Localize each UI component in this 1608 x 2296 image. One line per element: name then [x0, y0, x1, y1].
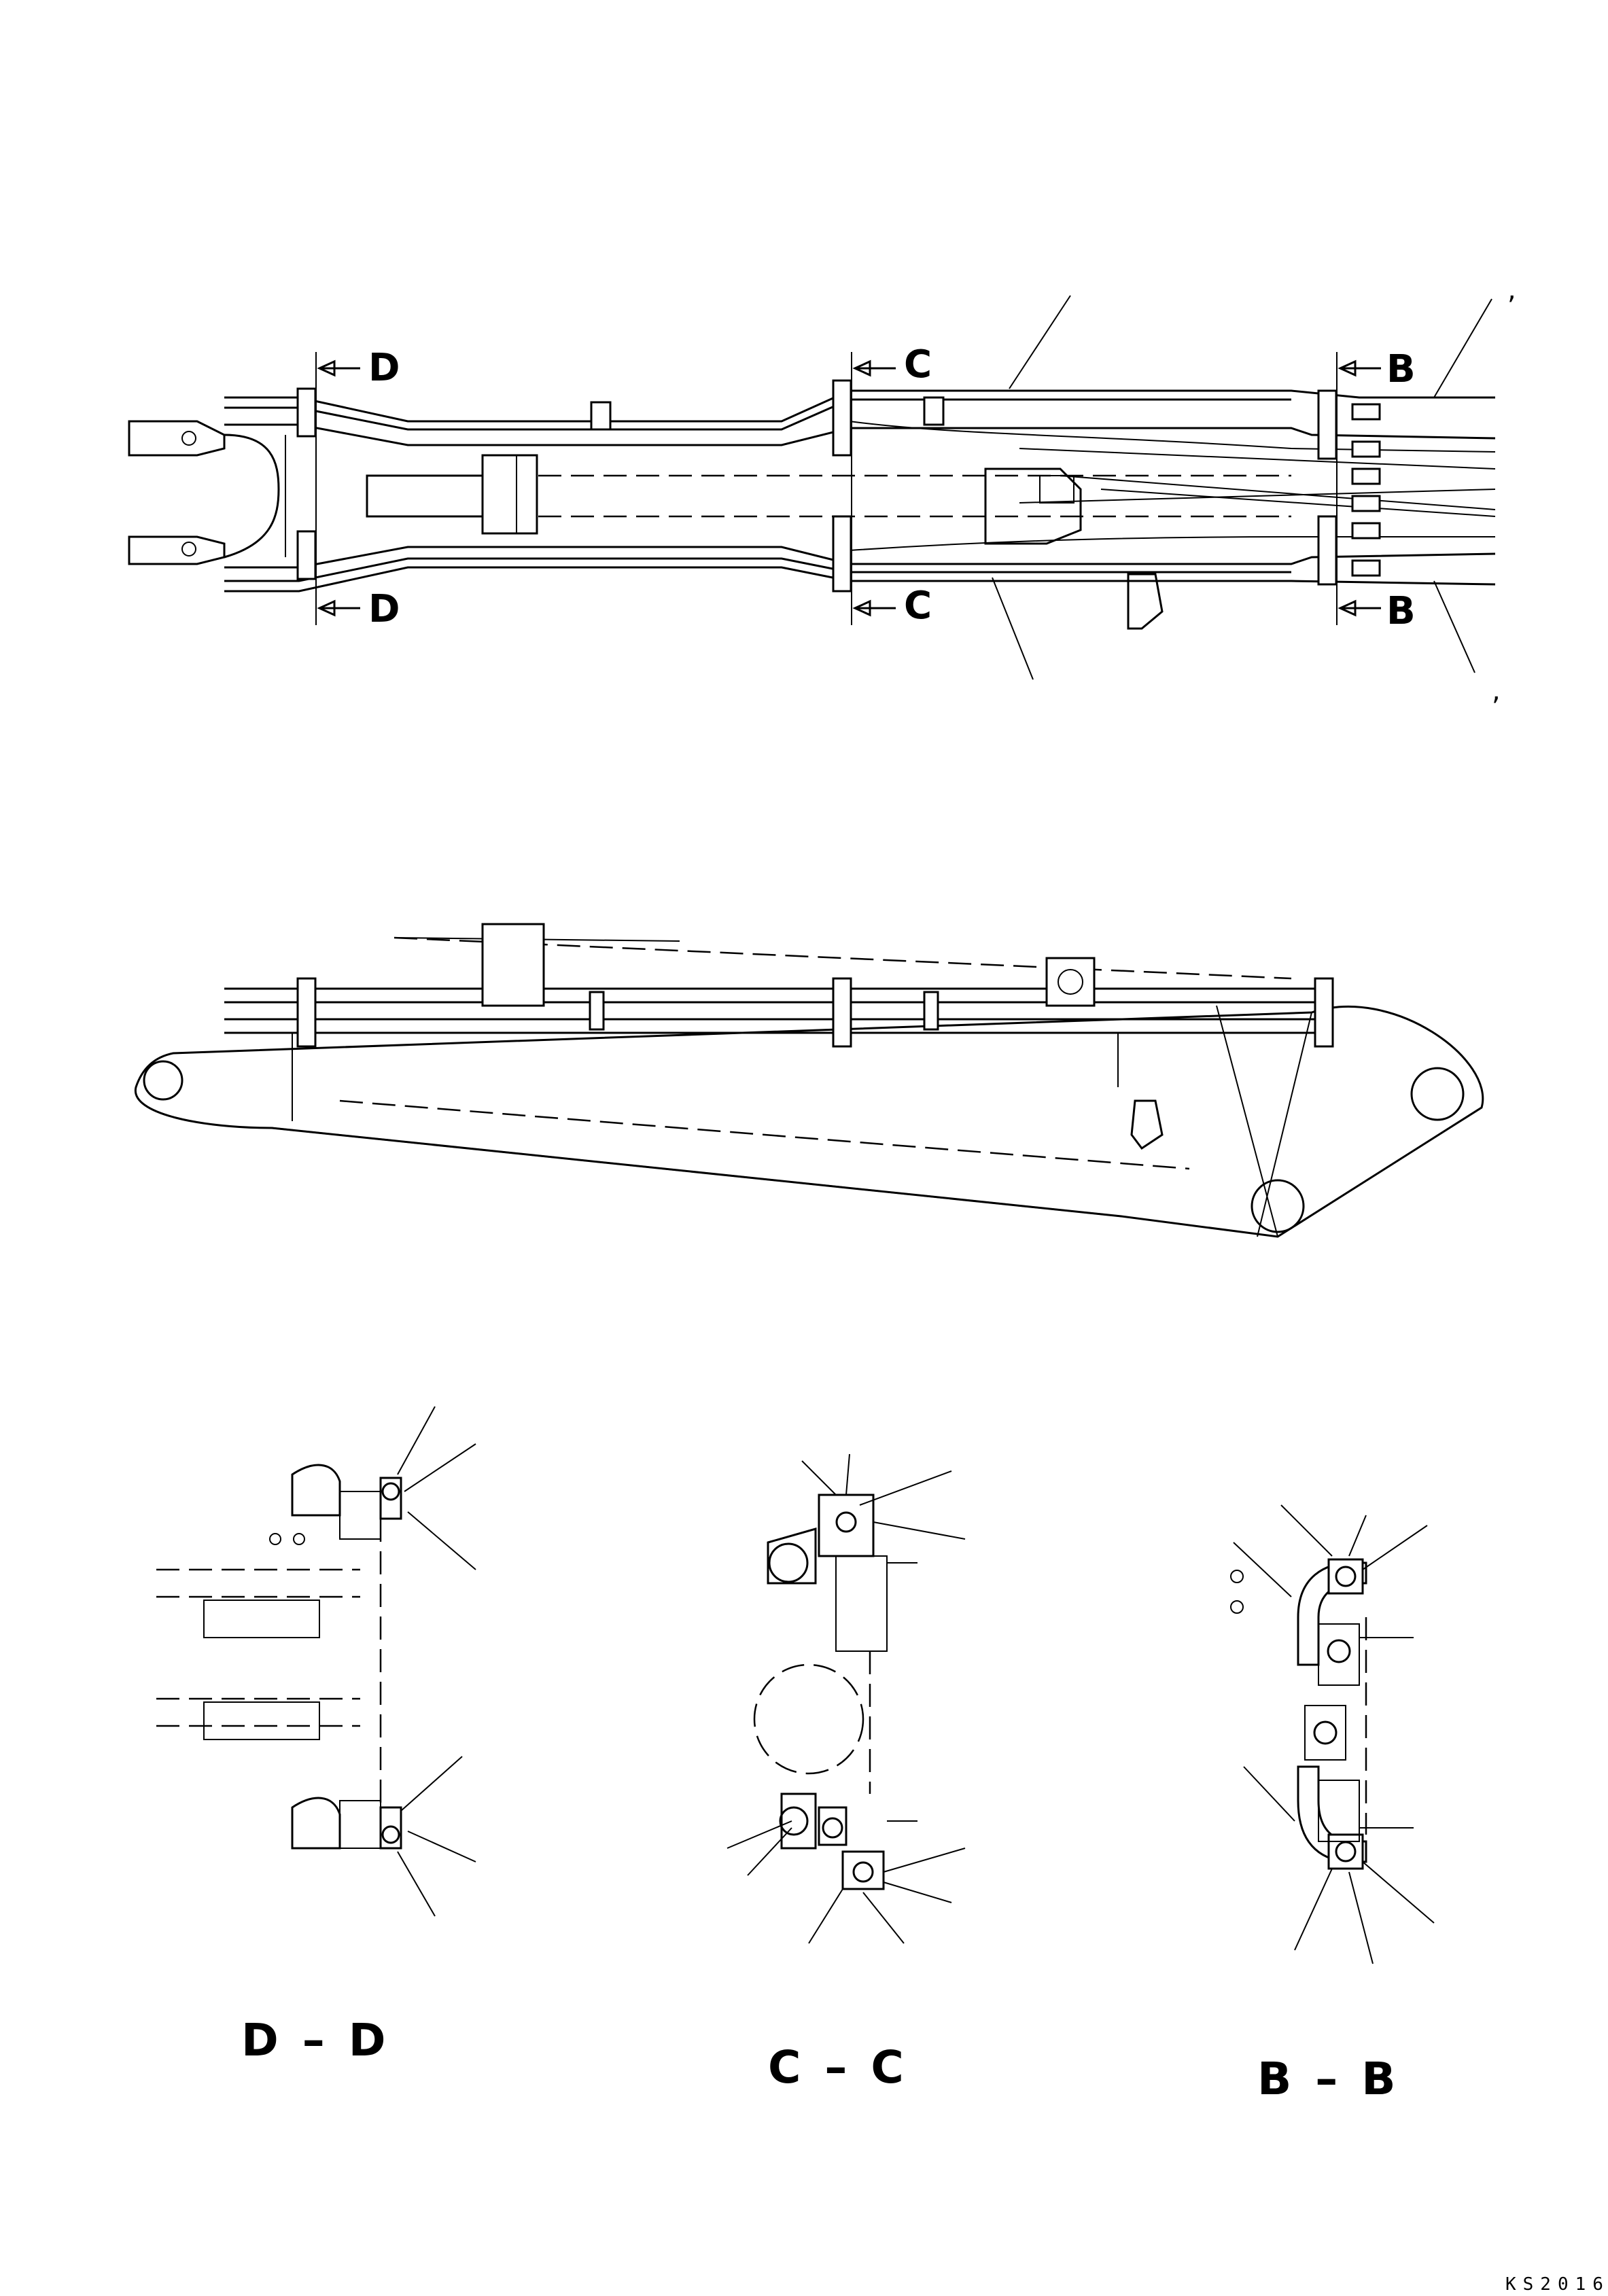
section-title-b: B – B — [1257, 2053, 1400, 2105]
section-title-d: D – D — [241, 2014, 390, 2066]
marker-c-bottom: C — [904, 584, 932, 628]
section-arrows — [317, 359, 1381, 617]
marker-d-top: D — [368, 346, 400, 390]
clamps-top — [296, 379, 1338, 593]
tick-mark-top: , — [1507, 275, 1516, 306]
top-view — [128, 295, 1496, 680]
drawing-code: KS201654 — [1505, 2274, 1608, 2295]
section-c-view — [727, 1453, 966, 1944]
section-title-c: C – C — [768, 2041, 908, 2094]
section-d-view — [156, 1406, 476, 1917]
section-b-view — [1230, 1504, 1435, 1964]
tick-mark-bottom: , — [1492, 675, 1501, 707]
marker-d-bottom: D — [368, 587, 400, 631]
marker-b-bottom: B — [1386, 589, 1416, 633]
marker-c-top: C — [904, 342, 932, 387]
top-right-fittings — [1351, 403, 1381, 577]
marker-b-top: B — [1386, 347, 1416, 391]
side-view — [135, 923, 1484, 1238]
